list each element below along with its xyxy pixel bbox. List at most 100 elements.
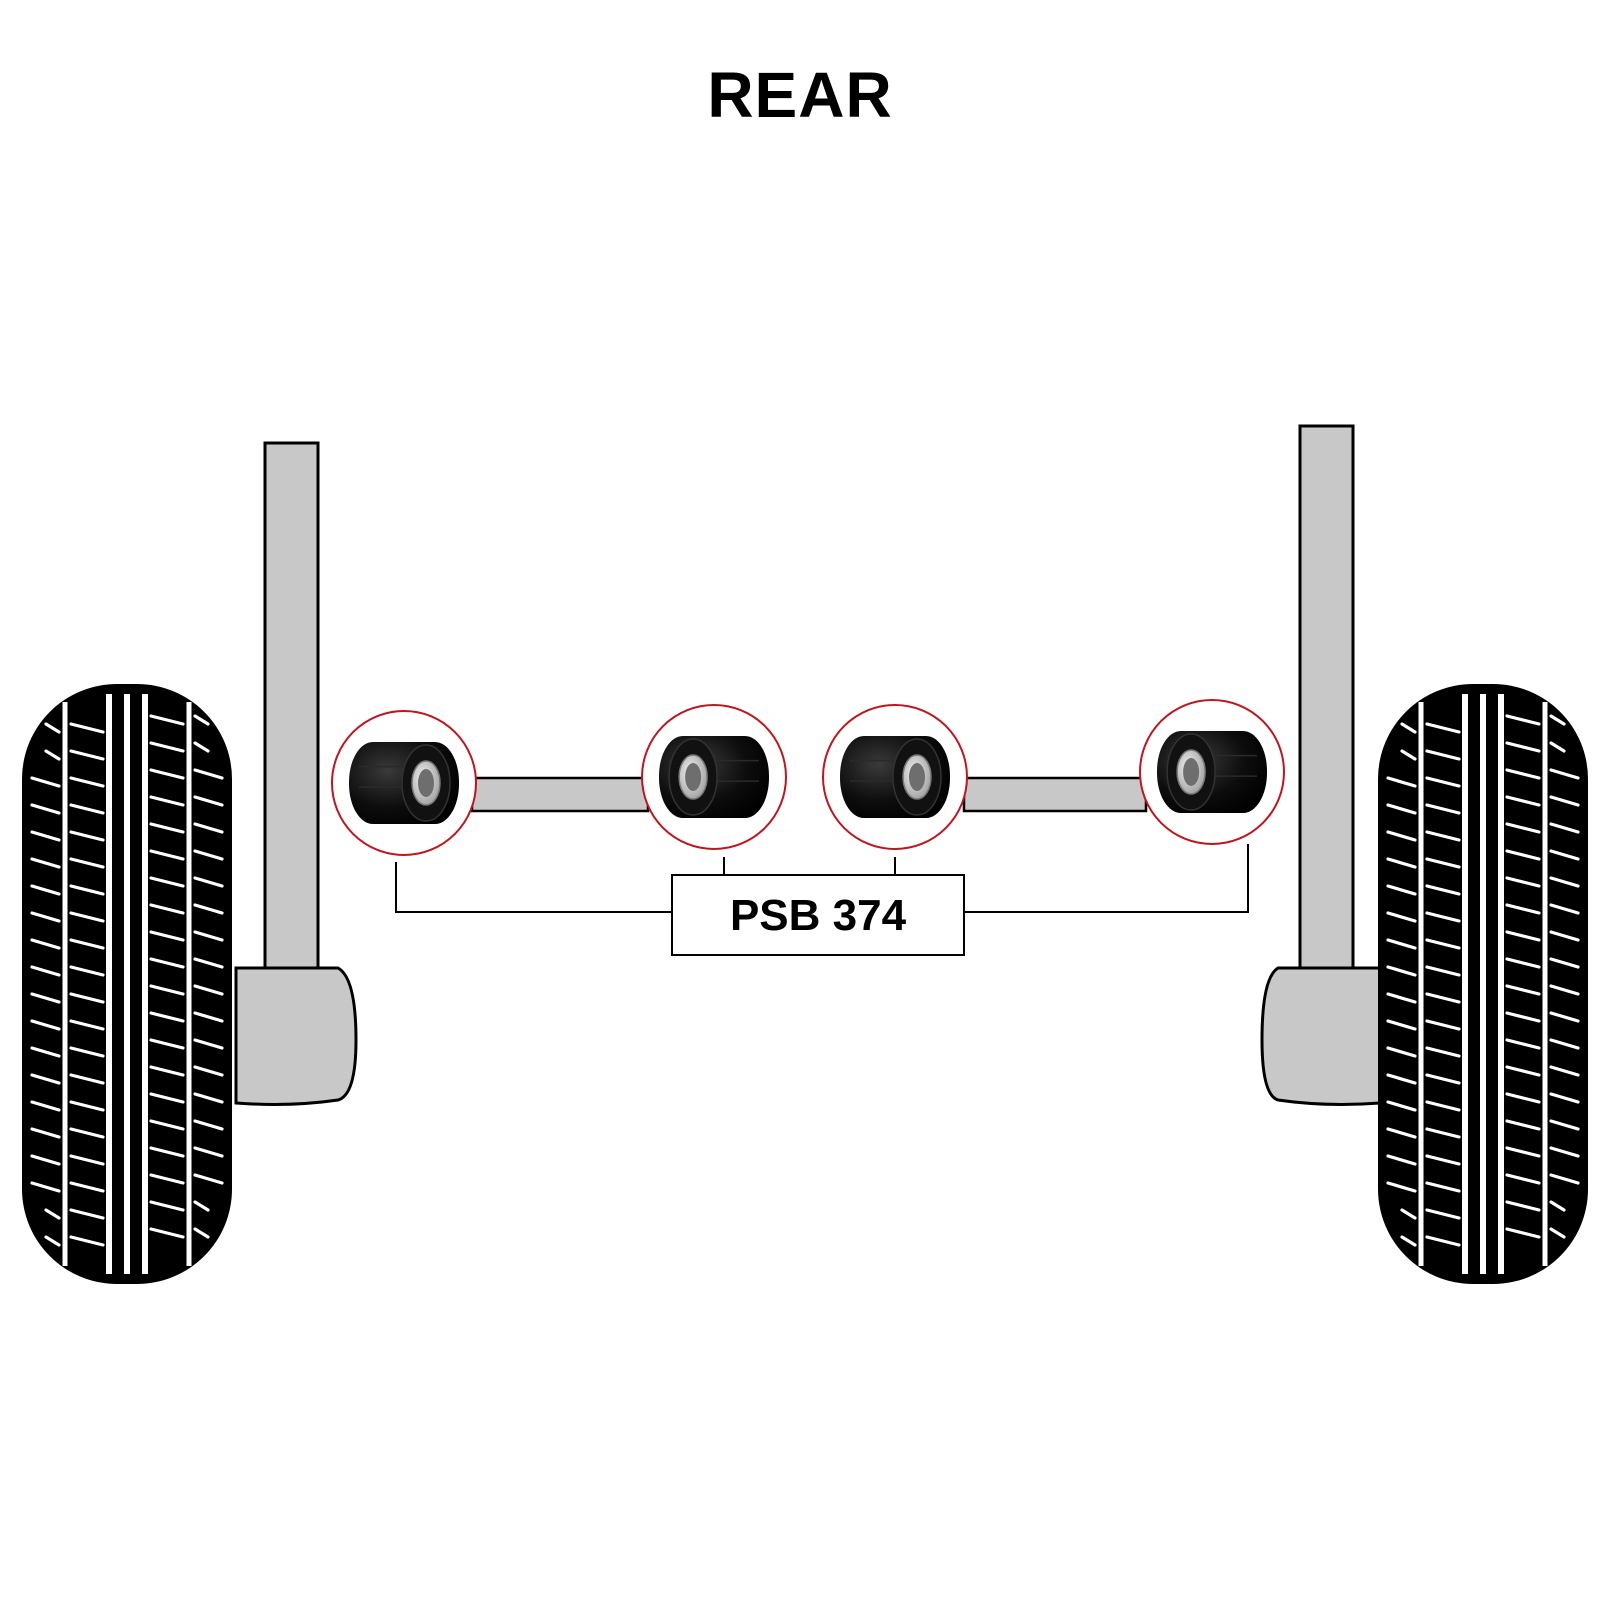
tyre-sipe: [1425, 722, 1461, 734]
tyre-sipe: [1549, 822, 1580, 834]
tyre-sipe: [1386, 803, 1417, 815]
tyre-sipe: [1505, 1173, 1541, 1185]
leader-line-1: [395, 862, 672, 913]
tyre-sipe: [69, 776, 105, 788]
bush-icon: [349, 742, 459, 824]
tyre-sipe: [193, 822, 224, 834]
tyre-sipe: [1425, 803, 1461, 815]
tyre-sipe: [44, 1208, 61, 1220]
tyre-sipe: [149, 903, 185, 915]
tyre-sipe: [30, 830, 61, 842]
tyre-sipe: [193, 1227, 210, 1239]
tyre-sipe: [1505, 1065, 1541, 1077]
tyre-sipe: [1425, 830, 1461, 842]
tyre-sipe: [30, 911, 61, 923]
tyre-sipe: [30, 1019, 61, 1031]
tyre-sipe: [69, 965, 105, 977]
tyre-sipe: [1549, 1146, 1580, 1158]
tyre-sipe: [1386, 965, 1417, 977]
tyre-sipe: [193, 930, 224, 942]
tyre-sipe: [1549, 849, 1580, 861]
tyre-sipe: [193, 1119, 224, 1131]
tyre-groove: [142, 694, 148, 1274]
tyre-sipe: [149, 930, 185, 942]
bush-callout: [822, 704, 968, 850]
tyre-sipe: [1505, 1011, 1541, 1023]
tyre-sipe: [1386, 1100, 1417, 1112]
tyre-sipe: [193, 957, 224, 969]
tyre-sipe: [149, 1038, 185, 1050]
tyre-sipe: [1549, 795, 1580, 807]
tyre-sipe: [193, 1038, 224, 1050]
tyre-sipe: [1386, 776, 1417, 788]
tyre-sipe: [193, 1173, 224, 1185]
tyre-sipe: [149, 1119, 185, 1131]
tyre-sipe: [1425, 1100, 1461, 1112]
tyre-sipe: [1549, 714, 1566, 726]
tyre-sipe: [1549, 1092, 1580, 1104]
right-strut-body: [1298, 424, 1355, 975]
tyre-sipe: [1425, 911, 1461, 923]
tyre-sipe: [193, 795, 224, 807]
tyre-sipe: [1505, 957, 1541, 969]
tyre-sipe: [30, 1073, 61, 1085]
tyre-sipe: [1549, 1227, 1566, 1239]
tyre-sipe: [149, 1092, 185, 1104]
right-link-arm: [962, 776, 1148, 813]
tyre-sipe: [1400, 1235, 1417, 1247]
link-arms: [470, 776, 1148, 813]
tyre-sipe: [1549, 1065, 1580, 1077]
tyre-sipe: [1505, 714, 1541, 726]
bush-callout: [641, 704, 787, 850]
tyre-sipe: [30, 857, 61, 869]
tyre-sipe: [1425, 1235, 1461, 1247]
tyre-sipe: [193, 849, 224, 861]
tyre-sipe: [30, 803, 61, 815]
tyre-sipe: [1549, 1173, 1580, 1185]
part-number-box: [671, 874, 965, 956]
tyre-sipe: [193, 1065, 224, 1077]
tyre-sipe: [44, 1235, 61, 1247]
tyre-sipe: [69, 938, 105, 950]
tyre-sipe: [1386, 1181, 1417, 1193]
tyre-groove: [124, 694, 130, 1274]
tyre-sipe: [1386, 884, 1417, 896]
tyre-sipe: [193, 1011, 224, 1023]
tyre-groove: [62, 702, 68, 1266]
tyre-sipe: [30, 1181, 61, 1193]
tyre-sipe: [69, 1046, 105, 1058]
tyre-sipe: [149, 849, 185, 861]
tyre-groove: [1498, 694, 1504, 1274]
leader-line-4: [964, 844, 1249, 913]
tyre-sipe: [69, 1235, 105, 1247]
tyre-left-icon: [22, 684, 232, 1284]
tyre-sipe: [1400, 722, 1417, 734]
tyre-sipe: [1425, 1127, 1461, 1139]
tyre-sipe: [1425, 1181, 1461, 1193]
tyre-sipe: [1386, 1154, 1417, 1166]
bush-bore: [418, 769, 434, 797]
tyre-sipe: [30, 992, 61, 1004]
tyre-sipe: [1549, 768, 1580, 780]
tyre-sipe: [1386, 938, 1417, 950]
tyre-sipe: [1549, 1200, 1566, 1212]
tyre-sipe: [1425, 776, 1461, 788]
tyre-sipe: [69, 1100, 105, 1112]
tyre-sipe: [1549, 957, 1580, 969]
tyre-sipe: [1425, 749, 1461, 761]
tyre-sipe: [193, 1092, 224, 1104]
left-link-arm: [470, 776, 650, 813]
tyre-groove: [1542, 702, 1548, 1266]
tyre-sipe: [193, 741, 210, 753]
tyre-sipe: [149, 876, 185, 888]
tyre-sipe: [1425, 1154, 1461, 1166]
tyre-sipe: [1400, 1208, 1417, 1220]
bush-callouts: [331, 699, 1285, 856]
tyre-sipe: [149, 795, 185, 807]
tyre-right-icon: [1378, 684, 1588, 1284]
tyre-sipe: [149, 1227, 185, 1239]
tyre-sipe: [69, 1019, 105, 1031]
bush-callout: [1139, 699, 1285, 845]
